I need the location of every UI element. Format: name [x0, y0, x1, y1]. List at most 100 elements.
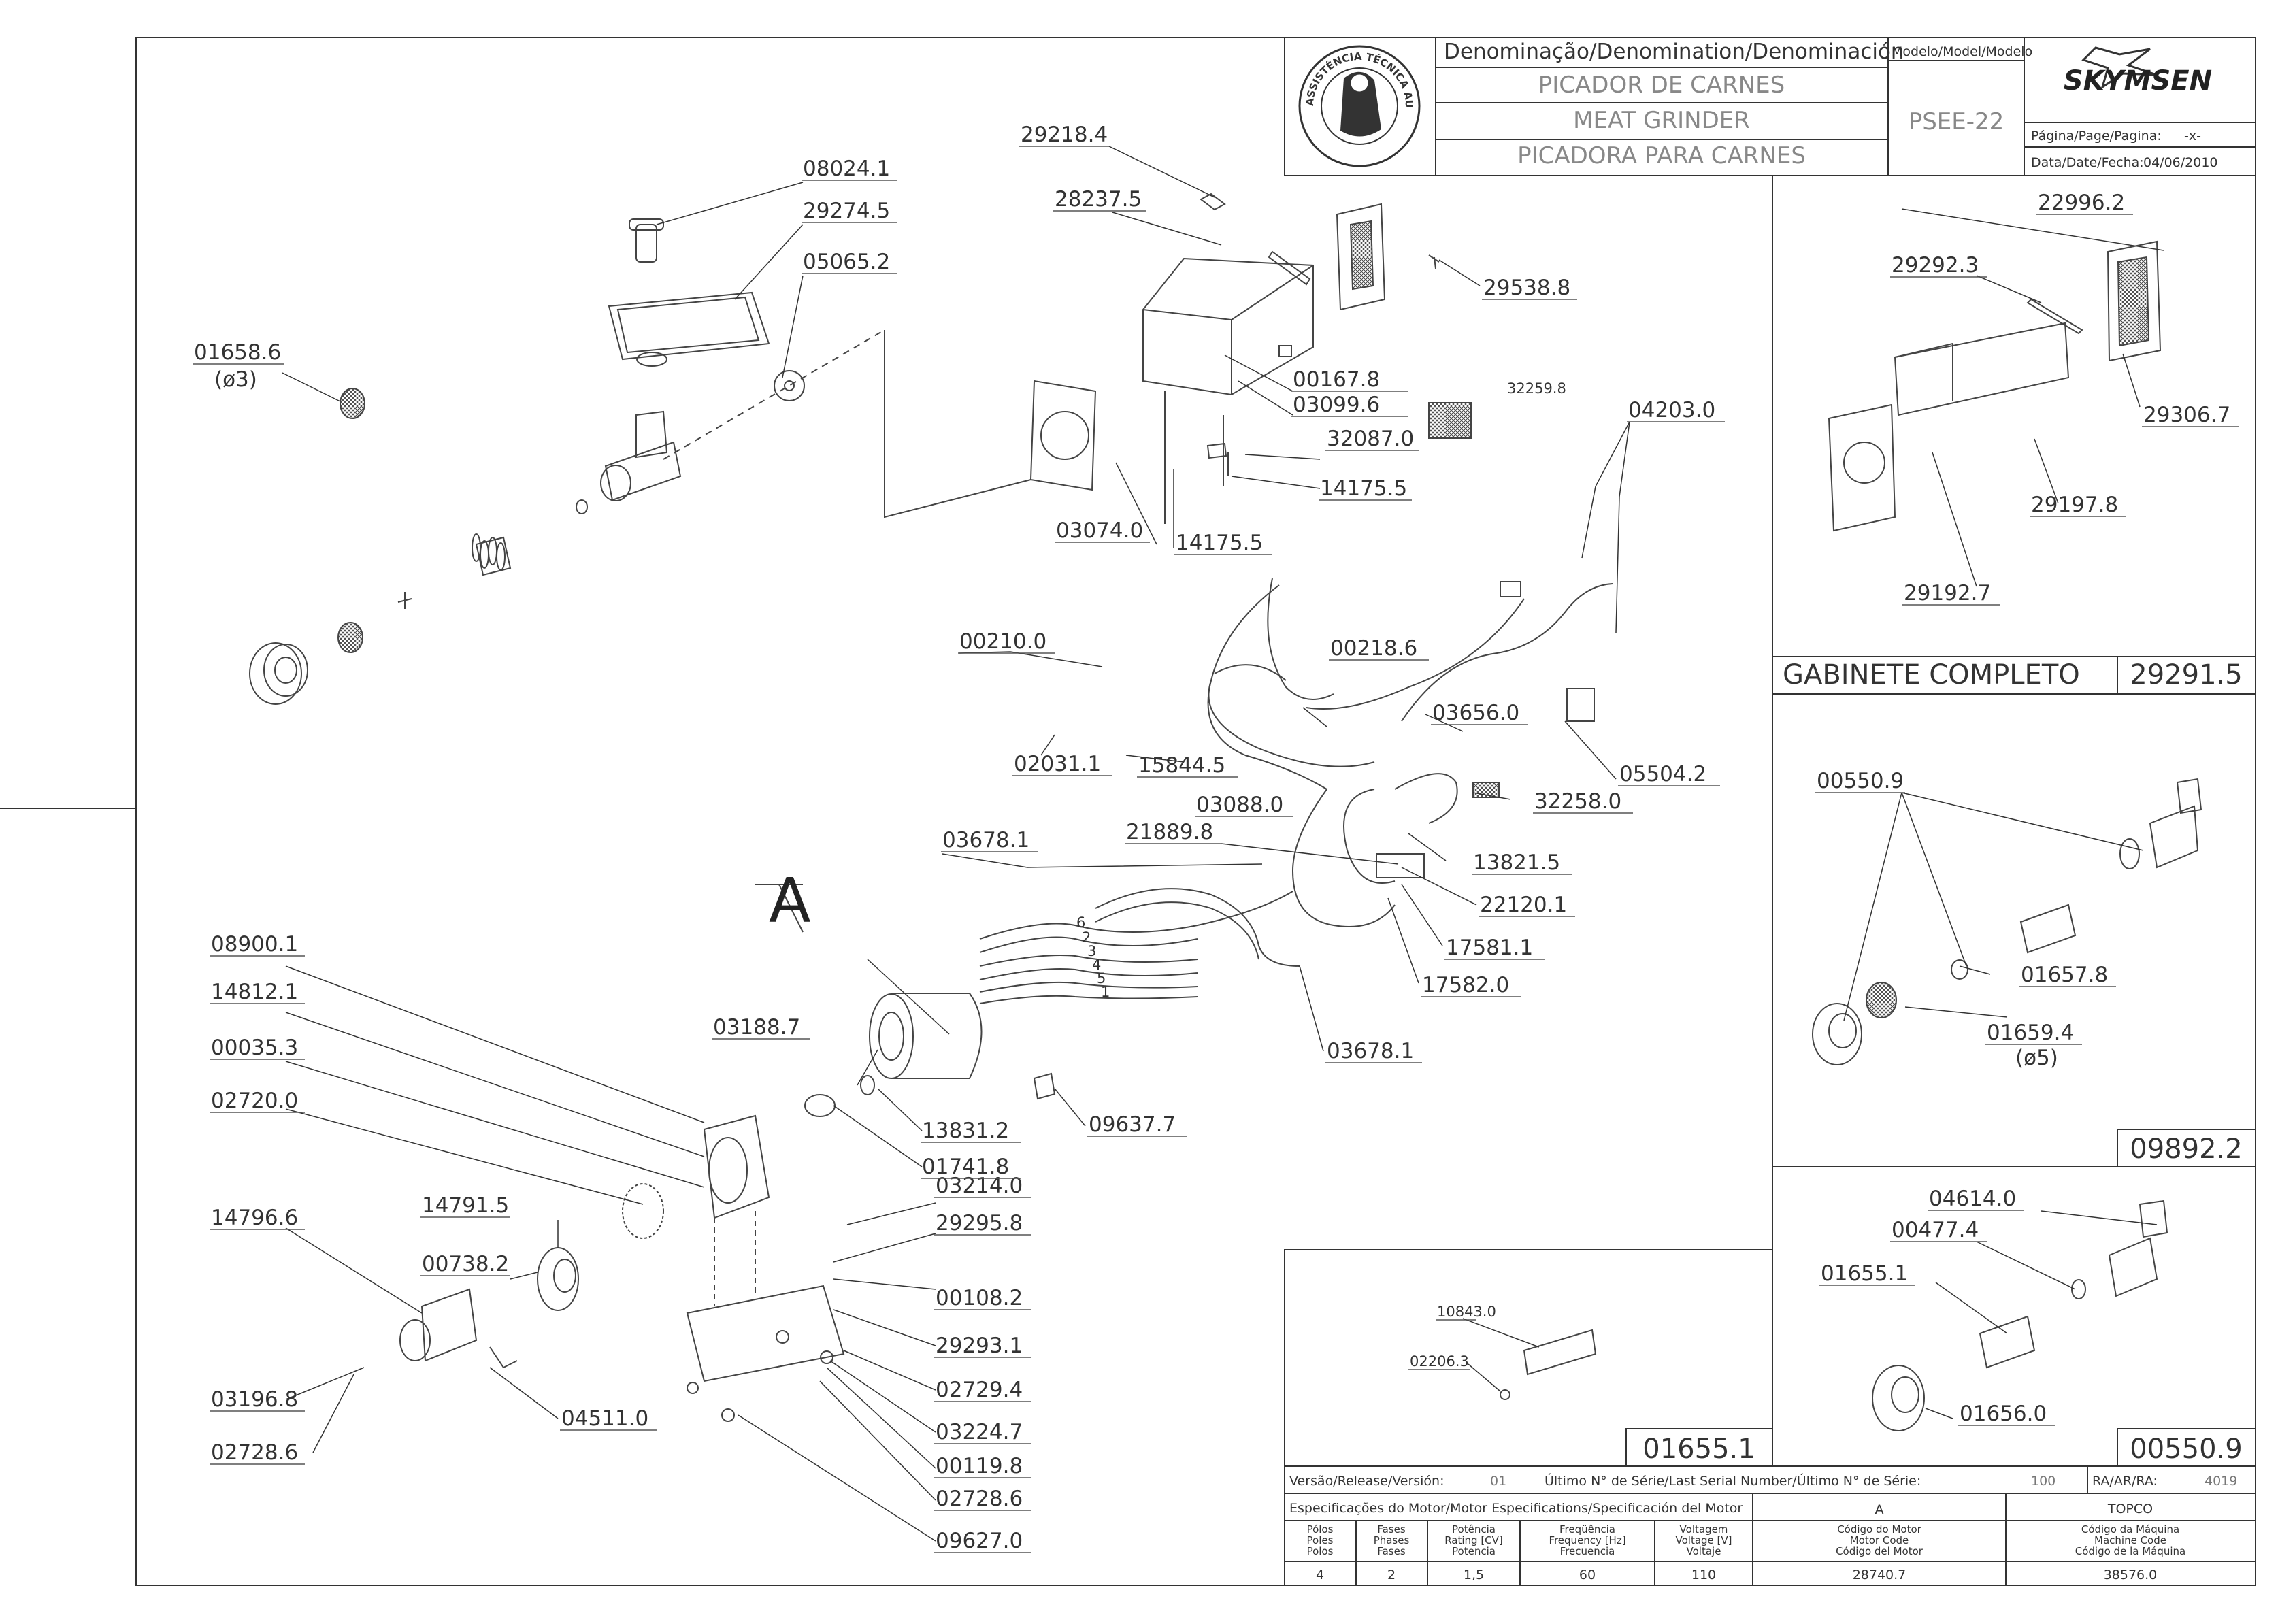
part-label: 00119.8 [936, 1454, 1023, 1478]
spec-voltage-value: 110 [1691, 1568, 1716, 1582]
motor-illustration [399, 884, 1056, 1422]
part-label: 04511.0 [561, 1406, 648, 1431]
part-label: 32087.0 [1327, 427, 1414, 451]
spec-voltage-es: Voltaje [1687, 1545, 1721, 1557]
part-label: 00218.6 [1330, 636, 1417, 661]
svg-text:ASSISTÊNCIA TÉCNICA AUTORIZADA: ASSISTÊNCIA TÉCNICA AUTORIZADA [0, 0, 1415, 108]
part-label: 03196.8 [211, 1387, 298, 1412]
spec-rating-es: Potencia [1452, 1545, 1496, 1557]
part-label: 29538.8 [1483, 276, 1570, 300]
part-label: 13831.2 [922, 1118, 1009, 1143]
ra-value: 4019 [2205, 1474, 2237, 1489]
seal-text: ASSISTÊNCIA TÉCNICA AUTORIZADA [0, 0, 1415, 108]
wire-number: 3 [1087, 943, 1096, 959]
part-label: 00167.8 [1293, 367, 1380, 392]
panel-part-labels: 22996.2 29292.3 29306.7 29197.8 29192.7 … [1410, 190, 2230, 1426]
part-label: 03678.1 [942, 828, 1029, 852]
part-label: (ø3) [214, 367, 257, 392]
label-underlines [193, 146, 2239, 1553]
screw-panel-code: 01655.1 [1642, 1434, 1755, 1465]
part-labels: 08024.1 29274.5 05065.2 01658.6 (ø3) 292… [194, 122, 1715, 1553]
part-label: 29295.8 [936, 1211, 1023, 1236]
part-label: 08024.1 [803, 156, 890, 181]
part-label: 02729.4 [936, 1378, 1023, 1402]
part-label: 02720.0 [211, 1089, 298, 1113]
cabinet-illustration [884, 193, 1472, 524]
skymsen-brand-logo: SKYMSEN [2064, 46, 2212, 97]
part-label: 09627.0 [936, 1529, 1023, 1553]
part-label: 21889.8 [1126, 820, 1213, 844]
part-label: 09637.7 [1089, 1112, 1176, 1137]
part-label: 29197.8 [2031, 493, 2118, 517]
part-label: 32258.0 [1534, 789, 1621, 814]
serial-value: 100 [2031, 1474, 2055, 1489]
part-label: 03656.0 [1432, 701, 1519, 725]
motor-label: A [769, 865, 811, 937]
part-label: 10843.0 [1437, 1304, 1496, 1320]
spec-machine-code-en: Machine Code [2094, 1534, 2166, 1546]
kit-code: 09892.2 [2130, 1133, 2242, 1165]
part-label: 03224.7 [936, 1420, 1023, 1444]
part-label: 17581.1 [1446, 935, 1533, 960]
ra-label: RA/AR/RA: [2092, 1474, 2158, 1489]
part-label: 04203.0 [1628, 398, 1715, 422]
part-label: 01659.4 [1987, 1021, 2074, 1045]
version-label: Versão/Release/Versión: [1289, 1474, 1444, 1489]
spec-machine-code-es: Código de la Máquina [2075, 1545, 2185, 1557]
spec-frequency-es: Frecuencia [1560, 1545, 1615, 1557]
wire-number: 4 [1092, 957, 1101, 973]
motor-maker: TOPCO [2107, 1502, 2153, 1517]
part-label: (ø5) [2015, 1046, 2058, 1070]
seal-logo: ASSISTÊNCIA TÉCNICA AUTORIZADA [0, 0, 1421, 167]
spec-poles-es: Polos [1307, 1545, 1334, 1557]
part-label: 00550.9 [1817, 769, 1904, 793]
part-label: 29306.7 [2143, 403, 2230, 427]
serial-label: Último N° de Série/Last Serial Number/Úl… [1545, 1472, 1921, 1489]
part-label: 00035.3 [211, 1035, 298, 1060]
spec-rating-en: Rating [CV] [1444, 1534, 1503, 1546]
part-label: 22120.1 [1480, 893, 1567, 917]
part-label: 29274.5 [803, 199, 890, 223]
part-label: 29293.1 [936, 1333, 1023, 1358]
cabinet-title: GABINETE COMPLETO [1783, 659, 2080, 691]
denomination-header: Denominação/Denomination/Denominación [1444, 39, 1904, 64]
part-label: 01658.6 [194, 340, 281, 365]
spec-rating-value: 1,5 [1464, 1568, 1484, 1582]
part-label: 03214.0 [936, 1174, 1023, 1198]
spec-rating-pt: Potência [1452, 1523, 1496, 1536]
part-label: 15844.5 [1138, 753, 1225, 778]
part-label: 01657.8 [2021, 963, 2108, 987]
part-label: 29292.3 [1892, 253, 1979, 278]
spec-machine-code-pt: Código da Máquina [2081, 1523, 2179, 1536]
part-label: 05504.2 [1619, 762, 1706, 786]
side-panels [1284, 176, 2256, 1585]
page-value: -x- [2184, 129, 2201, 144]
wire-number: 1 [1101, 984, 1110, 1000]
cabinet-code: 29291.5 [2130, 659, 2242, 691]
name-es: PICADORA PARA CARNES [1517, 142, 1806, 169]
part-label: 13821.5 [1473, 850, 1560, 875]
spec-phases-en: Phases [1374, 1534, 1410, 1546]
drawing-border [135, 37, 2256, 1586]
side-kit-illustrations [1500, 240, 2202, 1431]
spec-phases-pt: Fases [1377, 1523, 1405, 1536]
part-label: 14796.6 [211, 1206, 298, 1230]
spec-voltage-pt: Voltagem [1680, 1523, 1728, 1536]
part-label: 05065.2 [803, 250, 890, 274]
part-label: 02728.6 [936, 1487, 1023, 1511]
spec-voltage-en: Voltage [V] [1676, 1534, 1732, 1546]
wiring-illustration [979, 578, 1613, 1004]
part-label: 00477.4 [1892, 1218, 1979, 1242]
spec-motor-code-value: 28740.7 [1853, 1568, 1906, 1582]
spec-frequency-en: Frequency [Hz] [1549, 1534, 1625, 1546]
spec-poles-pt: Pólos [1307, 1523, 1334, 1536]
part-label: 28237.5 [1055, 187, 1142, 212]
spec-motor-code-pt: Código do Motor [1837, 1523, 1921, 1536]
part-label: 14812.1 [211, 980, 298, 1004]
wire-number: 5 [1097, 970, 1106, 987]
part-label: 22996.2 [2038, 190, 2125, 215]
part-label: 01741.8 [922, 1155, 1009, 1179]
date-value: 04/06/2010 [2143, 155, 2218, 170]
part-label: 14791.5 [422, 1193, 509, 1218]
